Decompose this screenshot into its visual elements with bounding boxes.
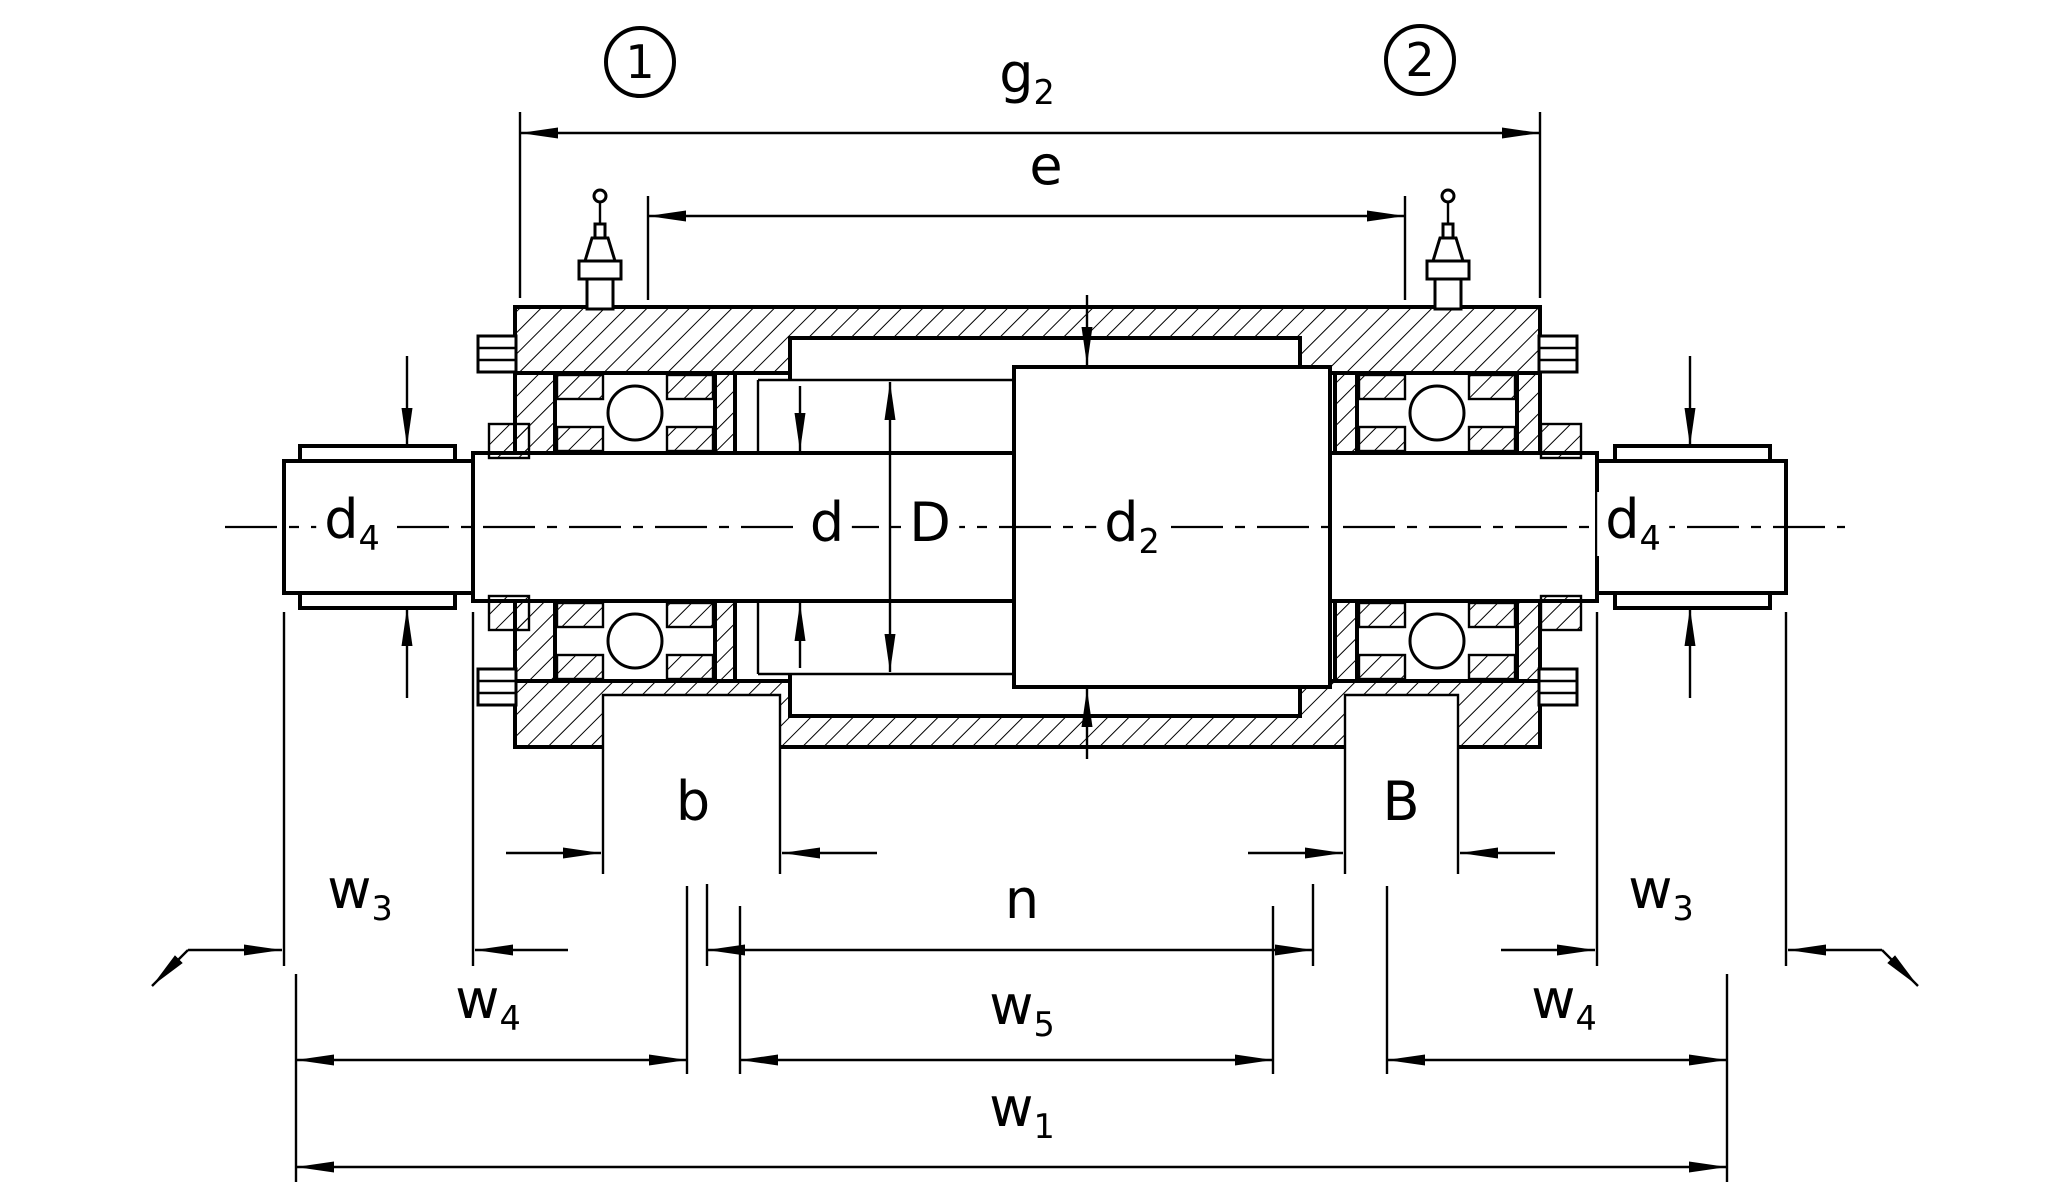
dim-w5 (738, 906, 1275, 1074)
ball (1408, 612, 1466, 670)
bearings (553, 371, 1519, 683)
dim-w3-right (1501, 612, 1919, 987)
right-mounting-slot (1345, 695, 1458, 751)
dim-label-e: e (1021, 137, 1071, 202)
shaft-left-end-lip-bottom (298, 591, 457, 610)
clamp-bolts (476, 334, 1579, 707)
dim-g2-extensions (518, 112, 1542, 298)
callout-1-number: 1 (625, 35, 655, 89)
dim-label-g2: g2 (991, 45, 1063, 110)
cavity-bottom-recess-outline (788, 674, 1302, 718)
dim-w4-right-extensions (1385, 886, 1729, 1182)
dim-label-d: d (801, 494, 853, 559)
bolt-left-bottom (476, 667, 518, 707)
right-mounting-slot-outline (1343, 693, 1460, 751)
left-bearing-upper (553, 371, 717, 455)
grease-nipple-1 (577, 188, 623, 311)
shaft-right-end-lip-bottom (1613, 591, 1772, 610)
dim-label-w5: w5 (981, 977, 1063, 1042)
ball (606, 384, 664, 442)
bolt-right-top (1537, 334, 1579, 374)
left-mounting-slot (603, 695, 780, 751)
dim-w4-left (294, 886, 689, 1182)
left-mounting-slot-outline (601, 693, 782, 751)
seal-left-top (487, 422, 531, 460)
dim-w3-right-extensions (1595, 612, 1788, 966)
dim-label-w1: w1 (981, 1079, 1063, 1144)
dim-label-d4-left: d4 (316, 491, 388, 556)
shaft-left-end-lip-top (298, 444, 457, 463)
right-bearing-lower (1355, 599, 1519, 683)
dim-w5-extensions (738, 906, 1275, 1074)
seal-right-top (1539, 422, 1583, 460)
dim-label-w4-left: w4 (447, 971, 529, 1036)
dim-B (1248, 751, 1555, 874)
dim-e-extensions (646, 196, 1407, 300)
dim-label-d2: d2 (1096, 494, 1168, 559)
shaft-right-end-lip-top (1613, 444, 1772, 463)
cavity-top-recess-outline (788, 336, 1302, 380)
seals (487, 422, 1583, 632)
callout-1: 1 (604, 26, 676, 98)
dim-label-b: b (667, 773, 719, 838)
dim-B-extensions (1343, 751, 1460, 874)
seal-left-bottom (487, 594, 531, 632)
left-bearing-lower (553, 599, 717, 683)
grease-nipple-2 (1425, 188, 1471, 311)
dim-n-extensions (705, 884, 1315, 966)
dim-label-n: n (996, 871, 1048, 936)
bolt-left-top (476, 334, 518, 374)
ball (606, 612, 664, 670)
bolt-right-bottom (1537, 667, 1579, 707)
seal-right-bottom (1539, 594, 1583, 632)
right-bearing-upper (1355, 371, 1519, 455)
dim-label-d4-right: d4 (1597, 491, 1669, 556)
dim-label-w3-right: w3 (1620, 861, 1702, 926)
dim-w3-left (151, 612, 568, 987)
dim-label-w4-right: w4 (1523, 971, 1605, 1036)
dim-e (646, 196, 1407, 300)
dim-label-D: D (901, 494, 959, 559)
dim-b (506, 751, 877, 874)
dim-b-extensions (601, 751, 782, 874)
callout-2: 2 (1384, 24, 1456, 96)
dim-w4-right (1385, 886, 1729, 1182)
dim-label-w3-left: w3 (319, 861, 401, 926)
ball (1408, 384, 1466, 442)
dim-label-B: B (1374, 773, 1428, 838)
callout-2-number: 2 (1405, 33, 1435, 87)
dim-w4-left-extensions (294, 886, 689, 1182)
dim-n (705, 884, 1315, 966)
dim-g2 (518, 112, 1542, 298)
dim-w3-left-extensions (282, 612, 475, 966)
